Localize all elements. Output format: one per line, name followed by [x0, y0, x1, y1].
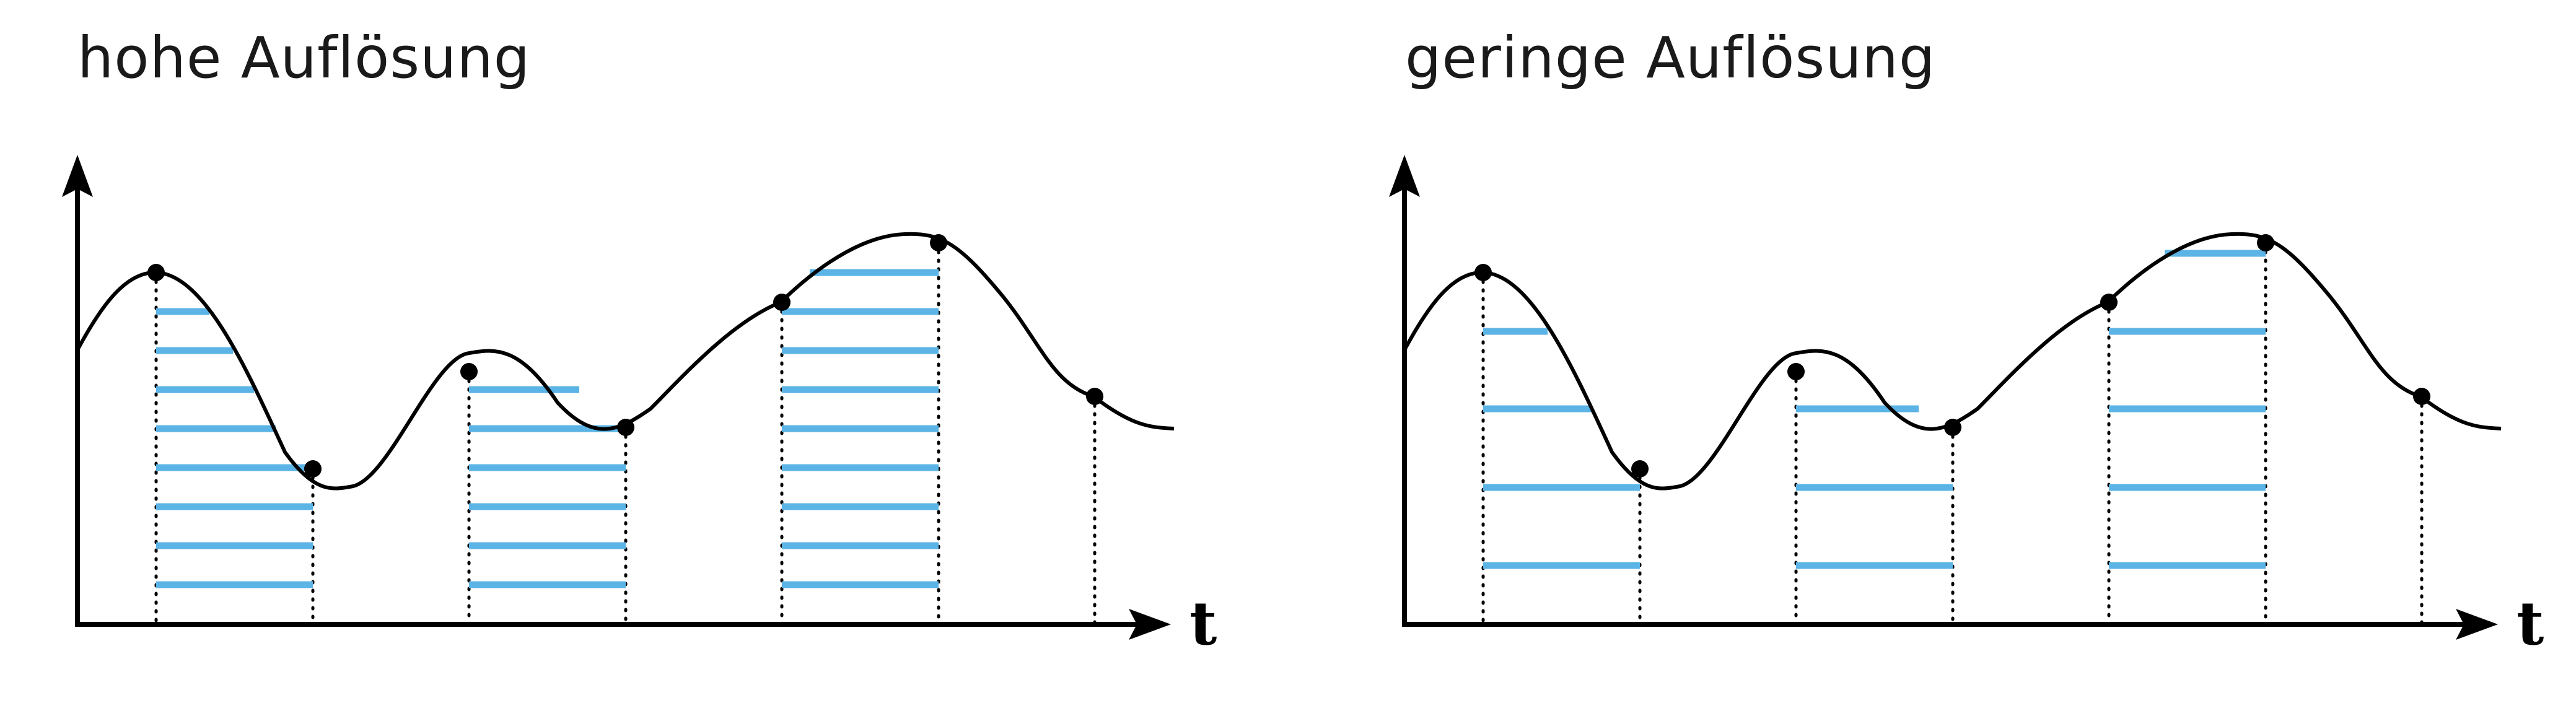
sample-point [1474, 264, 1492, 281]
y-axis-arrowhead [1389, 155, 1420, 197]
sample-point [1944, 419, 1961, 436]
sample-point [2413, 388, 2430, 405]
x-axis-arrowhead [1129, 609, 1171, 640]
signal-curve [77, 234, 1174, 489]
panel-low-resolution: t [1389, 155, 2544, 658]
panel-title-high-resolution: hohe Auflösung [77, 25, 531, 91]
sample-point [930, 234, 947, 251]
sample-point [617, 419, 634, 436]
signal-curve [1404, 234, 2501, 489]
x-axis-label: t [2517, 588, 2544, 658]
axes: t [62, 155, 1217, 658]
x-axis-arrowhead [2456, 609, 2498, 640]
sample-point [1631, 460, 1649, 478]
sample-point [1787, 363, 1805, 380]
sample-points [1474, 234, 2430, 478]
sample-point [2100, 294, 2118, 311]
sample-point [147, 264, 165, 281]
quantization-levels [1483, 250, 2266, 569]
sample-points [147, 234, 1103, 478]
sample-point [304, 460, 322, 478]
axes: t [1389, 155, 2544, 658]
sample-point [1086, 388, 1103, 405]
sample-point [773, 294, 791, 311]
panel-high-resolution: t [62, 155, 1217, 658]
y-axis-arrowhead [62, 155, 93, 197]
sample-lines [1481, 241, 2424, 624]
x-axis-label: t [1189, 588, 1217, 658]
panel-title-low-resolution: geringe Auflösung [1405, 25, 1936, 91]
quantization-levels [156, 269, 939, 588]
sample-point [2257, 234, 2274, 251]
sample-point [460, 363, 478, 380]
